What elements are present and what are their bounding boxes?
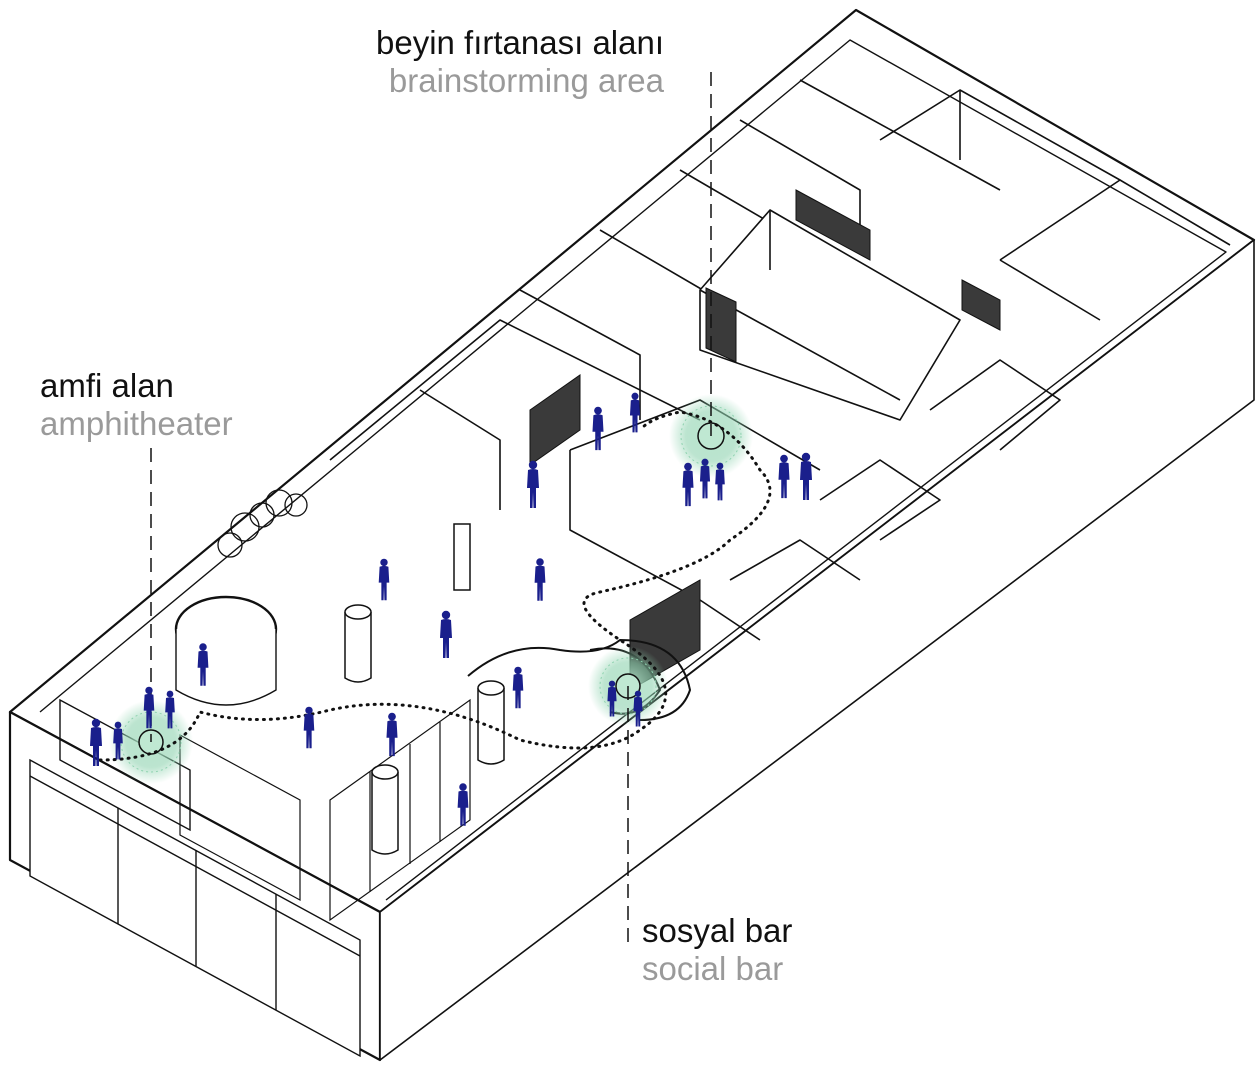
amphitheater-drum <box>174 595 278 706</box>
label-amphitheater-en: amphitheater <box>40 404 233 442</box>
glass-partitions <box>179 698 471 922</box>
front-glass-facade <box>29 698 361 1058</box>
ceiling-elements <box>217 489 308 558</box>
circulation-path <box>98 410 772 762</box>
label-social-bar: sosyal bar social bar <box>642 912 792 988</box>
label-brainstorming-en: brainstorming area <box>388 61 665 99</box>
label-brainstorming-tr: beyin fırtanası alanı <box>376 24 665 61</box>
label-amphitheater-tr: amfi alan <box>40 367 174 404</box>
label-social-bar-tr: sosyal bar <box>642 912 793 949</box>
label-social-bar-en: social bar <box>642 949 784 987</box>
columns <box>344 523 505 855</box>
label-brainstorming-area: beyin fırtanası alanı brainstorming area <box>376 24 664 100</box>
label-amphitheater: amfi alan amphitheater <box>40 367 233 443</box>
